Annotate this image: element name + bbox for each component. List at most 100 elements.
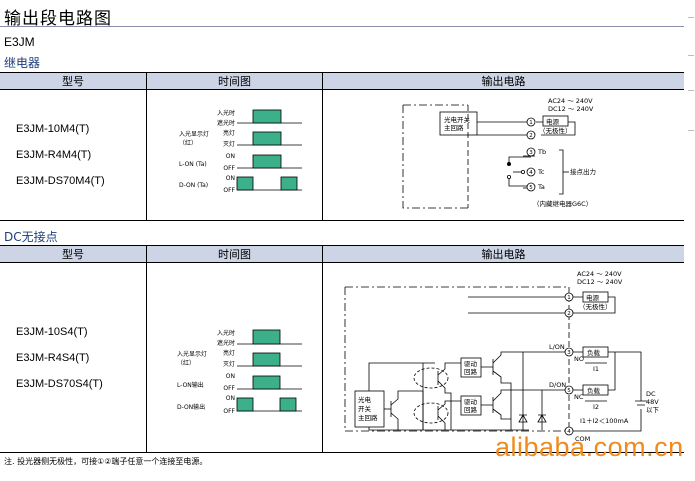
header-timing: 时间图 (147, 73, 323, 89)
contact-output-label: 接点出力 (570, 167, 596, 176)
terminal-label: 4 (529, 170, 533, 176)
section-label-dc: DC无接点 (4, 230, 58, 244)
signal-pulse (252, 352, 281, 367)
label-light-off: 遮光时 (217, 119, 235, 127)
main-circuit-box (439, 111, 478, 136)
label-on: ON (226, 395, 235, 402)
relay-circuit-diagram: 1 2 3 4 5 AC24 ～ 240V DC12 ～ 240V 电源 （无极… (402, 97, 596, 209)
signal-pulse (252, 329, 281, 345)
model-item: E3JM-10S4(T) (16, 325, 88, 338)
label-indicator-sub: （红） (177, 359, 195, 367)
terminal-label: 2 (529, 133, 533, 139)
relay-table: 型号 时间图 输出电路 E3JM-10M4(T) E3JM-R4M4(T) E3… (0, 72, 684, 221)
i2-label: I2 (593, 403, 599, 411)
enclosure-boundary (402, 105, 468, 209)
wire (508, 177, 531, 187)
terminal-label: 3 (567, 350, 571, 356)
terminal-2 (564, 308, 574, 318)
load-label: 负载 (587, 386, 601, 395)
label-on: ON (226, 373, 235, 380)
signal-pulse (236, 397, 254, 412)
terminal-label: 5 (529, 185, 533, 191)
wire (573, 351, 642, 432)
scrollbar-edge (688, 90, 694, 91)
output-circuit: 1 2 3 4 5 AC24 ～ 240V DC12 ～ 240V 电源 （无极… (323, 90, 684, 220)
table-header: 型号 时间图 输出电路 (0, 246, 684, 263)
model-item: E3JM-DS70S4(T) (16, 377, 103, 390)
power-label: 电源 (586, 293, 600, 302)
terminal-1 (564, 292, 574, 302)
nc-label: NC (574, 393, 584, 401)
signal-pulse (236, 176, 254, 191)
battery-icon (635, 400, 647, 406)
terminal-3 (526, 147, 536, 157)
signal-pulse (252, 131, 282, 146)
main-circuit-label: 开关 (358, 404, 372, 413)
model-item: E3JM-R4M4(T) (16, 149, 92, 161)
contact-point (506, 175, 511, 180)
drive-circuit-label: 驱动 (464, 398, 478, 406)
output-transistor (481, 351, 569, 430)
scrollbar-edge (688, 55, 694, 56)
contact-pivot (507, 162, 511, 166)
main-circuit-label: 主回路 (444, 123, 464, 132)
label-on: ON (226, 153, 235, 160)
output-transistor (481, 389, 569, 420)
tc-label: Tc (537, 168, 545, 176)
model-family: E3JM (4, 35, 35, 49)
model-list: E3JM-10S4(T) E3JM-R4S4(T) E3JM-DS70S4(T) (0, 263, 147, 452)
terminal-label: 4 (567, 429, 571, 435)
terminal-label: 3 (529, 150, 533, 156)
no-label: NO (574, 355, 584, 363)
label-off: OFF (223, 165, 235, 172)
current-limit: I1＋I2＜100mA (580, 417, 629, 425)
lon-label: L/ON (549, 343, 565, 351)
wire (468, 296, 616, 314)
label-light-off: 遮光时 (217, 339, 235, 347)
scrollbar-edge (688, 130, 694, 131)
dc-circuit-diagram: 1 2 3 5 4 AC24 ～ 240V DC12 ～ 240V 电源 （无极… (344, 270, 660, 443)
header-model: 型号 (0, 73, 147, 89)
main-circuit-label: 光电 (358, 395, 372, 404)
header-circuit: 输出电路 (481, 75, 526, 88)
title-divider (0, 26, 684, 27)
terminal-3 (564, 347, 574, 357)
signal-pulse (279, 397, 297, 412)
label-lit: 亮灯 (223, 349, 235, 357)
nonpolar-label: （无极性） (539, 126, 572, 135)
label-indicator: 入光显示灯 (179, 130, 209, 138)
supply-dc: DC12 ～ 240V (577, 278, 623, 286)
main-circuit-label: 主回路 (358, 413, 378, 422)
timing-chart: 入光时 遮光时 入光显示灯 （红） 亮灯 灭灯 L-ON (Ta) ON OFF… (147, 90, 323, 220)
model-item: E3JM-10M4(T) (16, 123, 90, 135)
drive-circuit-label: 回路 (464, 405, 478, 414)
page-title: 输出段电路图 (4, 9, 112, 29)
drive-circuit-label: 回路 (464, 367, 478, 376)
label-don: D-ON输出 (177, 403, 205, 411)
contact-point (520, 170, 525, 175)
label-indicator: 入光显示灯 (177, 350, 207, 358)
photocoupler (413, 367, 449, 389)
model-list: E3JM-10M4(T) E3JM-R4M4(T) E3JM-DS70M4(T) (0, 90, 147, 220)
timing-chart: 入光时 遮光时 入光显示灯 （红） 亮灯 灭灯 L-ON输出 ON OFF D-… (147, 263, 323, 452)
main-circuit-label: 光电开关 (444, 115, 471, 124)
wire (368, 362, 435, 391)
label-lit: 亮灯 (223, 129, 235, 137)
wire (508, 156, 531, 163)
label-indicator-sub: （红） (179, 139, 197, 147)
label-lon: L-ON输出 (177, 381, 204, 389)
enclosure-boundary (344, 287, 569, 432)
phototransistor (437, 362, 461, 430)
footnote: 注. 投光器侧无极性，可接①②端子任意一个连接至电源。 (4, 457, 208, 466)
label-lon: L-ON (Ta) (179, 161, 207, 168)
label-unlit: 灭灯 (223, 360, 235, 368)
label-don: D-ON (Ta) (179, 182, 208, 189)
dc-table: 型号 时间图 输出电路 E3JM-10S4(T) E3JM-R4S4(T) E3… (0, 245, 684, 453)
header-model: 型号 (0, 246, 147, 262)
supply-ac: AC24 ～ 240V (548, 97, 593, 105)
terminal-label: 1 (529, 120, 533, 126)
zener-diode (537, 414, 547, 423)
model-item: E3JM-DS70M4(T) (16, 175, 105, 187)
terminal-label: 5 (567, 388, 571, 394)
label-light-on: 入光时 (217, 329, 235, 337)
